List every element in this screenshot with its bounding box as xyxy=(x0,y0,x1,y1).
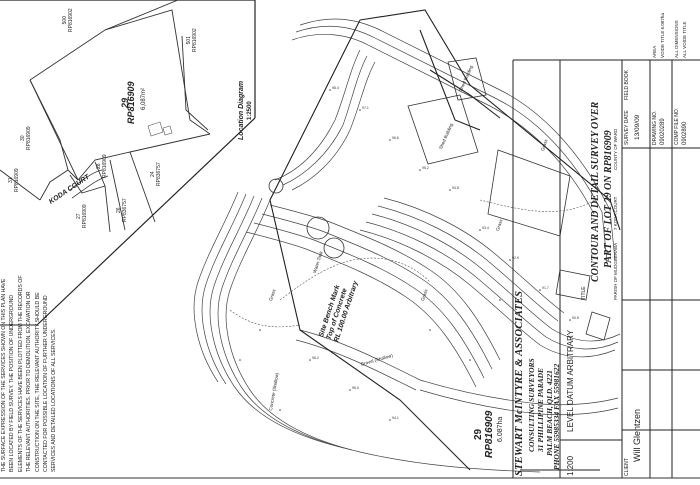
koda-court-road xyxy=(69,169,109,199)
area-value: VOIDE TITLE 6.087ha xyxy=(660,13,665,58)
dimensions-value: ALL VOIDE TITLE xyxy=(682,21,687,58)
svg-text:95.0: 95.0 xyxy=(352,386,359,390)
neighbour-plan: RP816902 xyxy=(68,8,74,32)
survey-date-label: SURVEY DATE xyxy=(624,110,630,145)
neighbour-lot: 28 RP816909 xyxy=(96,154,108,178)
spot-levels xyxy=(239,89,571,421)
client-name: Will Glentzen xyxy=(632,408,642,462)
drawing-scale: 1:200 xyxy=(566,455,575,476)
neighbour-plan: RP836757 xyxy=(122,198,128,222)
svg-text:94.1: 94.1 xyxy=(392,416,399,420)
county-label: COUNTY OF WARD xyxy=(613,128,618,170)
company-subtitle: CONSULTING SURVEYORS xyxy=(527,358,536,452)
neighbour-plan: RP816909 xyxy=(26,126,32,150)
parish-label: PARISH OF MUDGEERABA xyxy=(613,242,618,300)
area-label: AREA xyxy=(652,45,657,58)
field-book-label: FIELD BOOK xyxy=(624,69,630,100)
contour-lines xyxy=(193,18,621,473)
neighbour-lot: 31 RP816909 xyxy=(8,168,20,192)
title-label: TITLE xyxy=(581,286,587,300)
location-area-label: 6,087m² xyxy=(141,87,147,110)
title-block-frame xyxy=(512,59,700,478)
water-tanks xyxy=(268,178,345,259)
svg-text:91.7: 91.7 xyxy=(542,286,549,290)
svg-text:96.2: 96.2 xyxy=(312,356,319,360)
location-plan-label: RP816909 xyxy=(126,81,136,124)
location-diagram-parcels xyxy=(0,0,211,233)
client-label: CLIENT xyxy=(624,458,630,476)
location-diagram-title: Location Diagram xyxy=(238,80,245,140)
driveway-boundary xyxy=(229,199,596,328)
shed-buildings xyxy=(407,57,611,341)
svg-text:96.6: 96.6 xyxy=(392,136,399,140)
drawing-no: 09020289 xyxy=(660,118,666,145)
neighbour-plan: RP816909 xyxy=(82,204,88,228)
neighbour-lot: 27 RP816909 xyxy=(76,204,88,228)
locality-label: 7 KODA COURT xyxy=(613,196,618,230)
neighbour-lot: 30 RP816909 xyxy=(20,126,32,150)
svg-text:92.9: 92.9 xyxy=(512,256,519,260)
title-line1: CONTOUR AND DETAIL SURVEY OVER xyxy=(590,101,601,282)
neighbour-lot: 26 RP836757 xyxy=(116,198,128,222)
neighbour-lot: 500 RP816902 xyxy=(62,8,74,32)
drawing-no-label: DRAWING NO. xyxy=(652,110,658,145)
dimensions-label: ALL DIMENSIONS xyxy=(674,20,679,58)
svg-text:94.8: 94.8 xyxy=(452,186,459,190)
neighbour-lot: 24 RP836757 xyxy=(150,162,162,186)
neighbour-lot: 501 RP816902 xyxy=(186,28,198,52)
location-diagram-frame xyxy=(0,0,256,326)
location-diagram-scale: 1:2500 xyxy=(247,101,253,120)
main-lot-label: 29 xyxy=(473,428,484,440)
level-datum: LEVEL DATUM ARBITRARY xyxy=(566,329,575,432)
location-diagram-house xyxy=(147,121,173,137)
services-notes: THE SURFACE EXPRESSION OF THE SERVICES S… xyxy=(1,275,58,473)
svg-text:90.5: 90.5 xyxy=(572,316,579,320)
spot-level-numbers: 98.4 97.1 96.6 95.2 94.8 93.4 92.9 91.7 90.5 9… xyxy=(312,86,579,420)
company-address1: 31 PHILLIPINE PARADE xyxy=(536,367,545,452)
svg-text:95.2: 95.2 xyxy=(422,166,429,170)
comp-file-label: COMP FILE NO. xyxy=(674,107,680,145)
neighbour-plan: RP836757 xyxy=(156,162,162,186)
comp-file-no: 0902890 xyxy=(682,121,688,145)
svg-text:97.1: 97.1 xyxy=(362,106,369,110)
neighbour-plan: RP816902 xyxy=(192,28,198,52)
neighbour-plan: RP816909 xyxy=(102,154,108,178)
company-phone: PHONE 55985334 FAX 55981622 xyxy=(552,363,561,470)
survey-date: 13/09/09 xyxy=(634,114,641,140)
company-name: STEWART McINTYRE & ASSOCIATES xyxy=(514,290,525,476)
svg-text:98.4: 98.4 xyxy=(332,86,339,90)
main-plan-label: RP816909 xyxy=(484,410,495,458)
main-area-label: 6.087ha xyxy=(497,416,504,442)
neighbour-plan: RP816909 xyxy=(14,168,20,192)
svg-text:93.4: 93.4 xyxy=(482,226,489,230)
